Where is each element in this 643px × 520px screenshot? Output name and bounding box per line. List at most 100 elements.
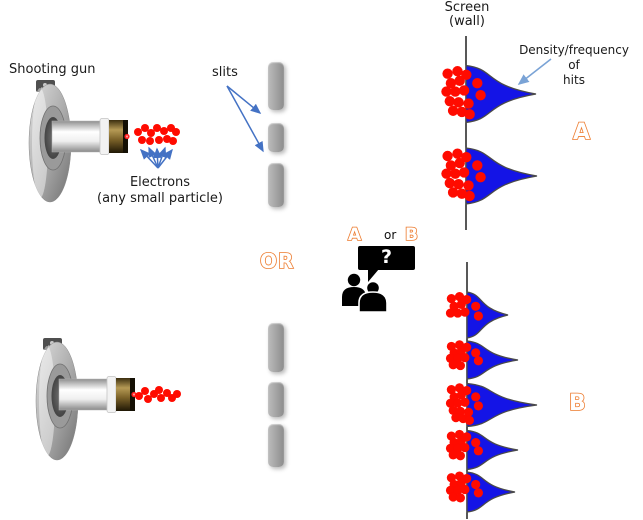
electron-hit-dot <box>456 299 466 309</box>
electron-hit-dot <box>458 85 470 96</box>
electron-hit-dot <box>458 167 470 178</box>
electron-hit-dot <box>448 360 458 370</box>
question-bubble: ? <box>358 246 415 270</box>
electron-hit-dot <box>472 160 483 171</box>
electron-hit-dot <box>464 415 474 425</box>
electron-dot <box>141 387 149 395</box>
electron-hit-dot <box>455 451 465 461</box>
electron-dot <box>169 137 177 145</box>
electron-hit-dot <box>464 190 475 202</box>
electron-dot <box>160 127 168 135</box>
slit-bar-bottom-3 <box>268 424 284 467</box>
electron-hit-dot <box>461 69 472 81</box>
pattern-b-letter: B <box>568 390 587 417</box>
electron-hit-dot <box>452 66 463 77</box>
density-label-line2: of <box>568 58 580 72</box>
electrons-label: Electrons (any small particle) <box>85 175 235 207</box>
electron-hit-dot <box>453 485 463 495</box>
electron-hit-dot <box>454 383 465 393</box>
electron-hit-dot <box>463 180 474 191</box>
electron-hit-dot <box>453 179 464 190</box>
density-lobe <box>466 291 509 339</box>
electron-dot <box>157 394 165 402</box>
electron-hit-dot <box>471 392 481 402</box>
electron-hit-dot <box>471 438 481 448</box>
shooting-gun-label: Shooting gun <box>9 62 96 77</box>
screen-label-line1: Screen <box>444 0 490 15</box>
electron-hit-dot <box>453 443 463 453</box>
choice-a-letter: A <box>347 224 363 246</box>
electron-hit-dot <box>454 75 465 87</box>
electron-hit-dot <box>473 311 483 321</box>
electron-hit-dot <box>473 356 483 366</box>
slit-arrows <box>226 85 264 153</box>
electron-hit-dot <box>444 177 455 189</box>
electron-hit-dot <box>453 97 464 108</box>
electron-hit-dot <box>445 398 456 408</box>
hit-pattern-a <box>441 36 538 230</box>
electron-hit-dot <box>451 413 461 423</box>
slit-bar-bottom-1 <box>268 323 284 372</box>
density-lobe <box>466 382 538 428</box>
electron-hit-dot <box>444 95 455 107</box>
or-divider: OR <box>259 248 295 274</box>
electron-hit-dot <box>475 171 486 183</box>
slit-bar-top-2 <box>268 123 284 152</box>
electron-hit-dot <box>464 109 475 120</box>
electron-dot <box>153 124 161 132</box>
electron-fan-arrows <box>139 146 173 169</box>
electron-hit-dot <box>441 168 452 179</box>
electron-hit-dot <box>441 86 452 97</box>
electron-hit-dot <box>460 397 470 407</box>
density-lobe <box>465 64 537 124</box>
electron-hit-dot <box>460 307 470 317</box>
electron-stream-top <box>134 124 180 145</box>
electron-hit-dot <box>453 398 463 408</box>
observer-people-icon <box>342 273 388 313</box>
electron-hit-dot <box>472 78 483 89</box>
electrons-label-line2: (any small particle) <box>97 191 223 206</box>
electron-hit-dot <box>456 478 466 488</box>
slit-bar-top-3 <box>268 163 284 207</box>
electron-hit-dot <box>473 488 483 498</box>
density-lobe <box>466 340 519 380</box>
electron-hit-dot <box>455 360 465 371</box>
electron-hit-dot <box>447 105 459 116</box>
electron-hit-dot <box>448 450 458 460</box>
electron-hit-dot <box>448 405 458 416</box>
electron-hit-dot <box>460 353 470 363</box>
electron-hit-dot <box>452 148 463 159</box>
electron-hit-dot <box>463 98 474 109</box>
electron-dot <box>134 128 142 136</box>
electron-hit-dot <box>473 401 483 411</box>
electron-hit-dot <box>475 89 486 101</box>
electron-gun-bottom <box>35 337 138 461</box>
electron-hit-dot <box>442 150 453 162</box>
electron-hit-dot <box>450 86 461 97</box>
electron-hit-dot <box>453 308 463 318</box>
electron-dot <box>135 392 143 400</box>
electron-dot <box>155 136 163 144</box>
electron-hit-dot <box>471 301 481 311</box>
electron-hit-dot <box>471 479 481 490</box>
electron-hit-dot <box>454 157 465 169</box>
electron-hit-dot <box>446 293 456 304</box>
electron-hit-dot <box>454 292 465 302</box>
electron-hit-dot <box>449 301 459 311</box>
density-lobe <box>465 147 538 205</box>
density-lobe <box>466 429 519 471</box>
electron-hit-dot <box>456 390 466 400</box>
electron-hit-dot <box>473 446 483 456</box>
electron-hit-dot <box>450 168 461 179</box>
electron-hit-dot <box>442 68 453 79</box>
electron-dot <box>163 389 171 397</box>
electron-hit-dot <box>463 407 474 417</box>
density-arrow <box>517 58 552 85</box>
electron-dot <box>173 390 181 398</box>
electron-dot <box>146 137 154 145</box>
electron-hit-dot <box>448 492 458 502</box>
electron-dot <box>144 395 152 403</box>
electron-hit-dot <box>447 187 459 198</box>
density-label-line1: Density/frequency <box>519 43 629 57</box>
